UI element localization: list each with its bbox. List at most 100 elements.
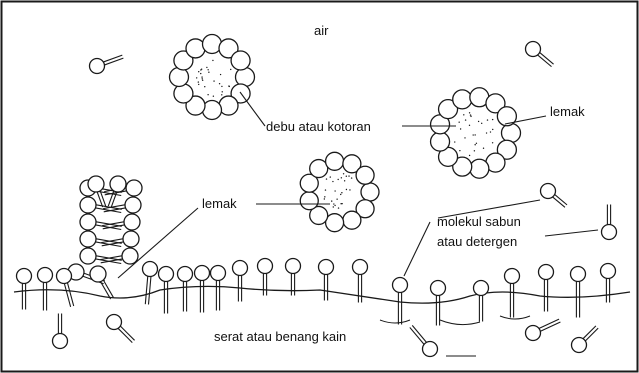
molecule-head <box>125 179 143 197</box>
molecule-head <box>79 230 97 248</box>
molecule-tail <box>104 190 127 196</box>
core-dot <box>468 124 471 127</box>
molecule-head <box>569 265 587 283</box>
core-dot <box>464 119 467 121</box>
core-dot <box>468 154 471 157</box>
micelle-dirt <box>168 33 256 121</box>
micelle-head <box>185 95 206 116</box>
core-dot <box>340 177 343 179</box>
molecule-tail <box>411 325 427 343</box>
core-dot <box>342 173 345 175</box>
core-dot <box>197 81 200 83</box>
molecule-head <box>55 267 73 285</box>
soap-molecule <box>524 318 561 342</box>
micelle-head <box>437 98 459 120</box>
soap-molecule <box>101 230 140 248</box>
core-dot <box>201 76 203 78</box>
soap-molecule <box>89 265 114 300</box>
molecule-head <box>231 259 249 277</box>
core-dot <box>337 178 339 181</box>
core-dot <box>350 177 353 179</box>
micelle-head <box>299 173 319 193</box>
label-fiber: serat atau benang kain <box>214 329 346 344</box>
core-dot <box>208 71 210 73</box>
molecule-head <box>317 258 335 276</box>
core-dot <box>332 180 334 183</box>
core-dot <box>219 73 222 76</box>
soap-molecule <box>317 258 335 301</box>
molecule-head <box>89 265 107 283</box>
core-dot <box>477 120 480 123</box>
soap-molecule <box>51 313 69 350</box>
molecule-head <box>537 263 555 281</box>
molecule-head <box>105 313 123 331</box>
core-dot <box>207 69 209 71</box>
core-dot <box>341 192 343 194</box>
core-dot <box>212 59 214 62</box>
soap-molecule <box>157 265 175 314</box>
label-molecule-line1: molekul sabun <box>437 214 521 229</box>
core-dot <box>345 175 348 177</box>
molecule-head <box>421 340 439 358</box>
core-dot <box>472 134 474 136</box>
molecule-tail <box>100 255 122 261</box>
micelle-head <box>485 93 506 114</box>
molecule-tail <box>103 207 126 213</box>
soap-molecule <box>570 325 599 354</box>
molecule-tail <box>104 57 124 66</box>
molecule-head <box>599 262 617 280</box>
molecule-tail <box>103 204 125 210</box>
molecule-tail <box>102 224 125 230</box>
molecule-tail <box>100 258 123 264</box>
soap-molecule <box>36 266 54 311</box>
molecule-head <box>88 57 106 75</box>
molecule-tail <box>552 196 566 208</box>
soap-molecule <box>537 263 555 312</box>
micelle-head <box>324 151 345 171</box>
core-dot <box>486 119 489 121</box>
molecule-head <box>123 213 141 231</box>
soap-molecule <box>15 267 33 310</box>
molecule-head <box>503 267 521 285</box>
core-dot <box>349 189 351 191</box>
core-dot <box>454 141 456 143</box>
micelle-core <box>186 51 238 103</box>
soap-molecule <box>209 264 227 311</box>
core-dot <box>230 68 232 71</box>
leader-molecule-left <box>403 221 431 277</box>
soap-molecule <box>79 196 122 214</box>
molecule-head <box>524 324 542 342</box>
core-dot <box>198 83 200 86</box>
core-dot <box>481 122 483 125</box>
micelle-fat-center <box>299 151 380 233</box>
molecule-tail <box>110 191 118 208</box>
soap-molecule <box>503 267 521 318</box>
molecule-head <box>472 279 490 297</box>
micelle-head <box>496 106 518 127</box>
soap-molecule <box>429 279 447 326</box>
core-dot <box>207 93 209 96</box>
core-dot <box>212 95 215 97</box>
soap-molecule <box>87 175 107 208</box>
micelle-fat-right <box>429 87 522 179</box>
molecule-tail <box>120 325 135 341</box>
molecule-tail <box>95 207 122 214</box>
core-dot <box>459 128 462 130</box>
molecule-head <box>539 182 557 200</box>
micelle-core <box>446 104 504 162</box>
molecule-head <box>141 260 159 278</box>
molecule-head <box>79 196 97 214</box>
molecule-head <box>109 175 127 193</box>
leader-dirt <box>239 91 266 127</box>
molecule-head <box>124 196 142 214</box>
micelle-head <box>342 154 362 174</box>
soap-molecule <box>176 265 194 312</box>
molecule-tail <box>554 194 568 206</box>
molecule-tail <box>540 321 561 332</box>
core-dot <box>492 128 494 131</box>
molecule-tail <box>103 54 123 63</box>
core-dot <box>473 150 476 152</box>
soap-molecule <box>141 260 159 305</box>
leader-fat-left-stack <box>117 207 199 279</box>
molecule-head <box>157 265 175 283</box>
